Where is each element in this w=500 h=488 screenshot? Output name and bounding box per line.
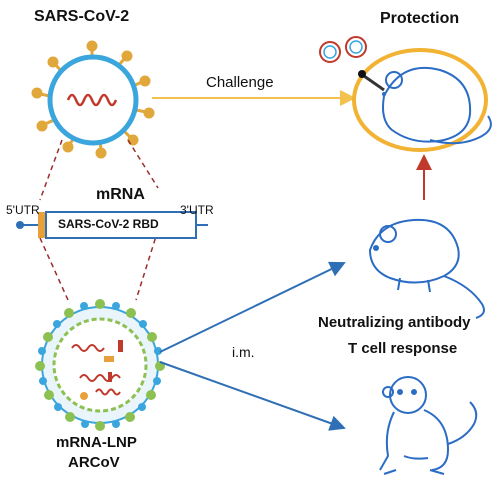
challenge-label: Challenge [206, 74, 274, 91]
im-arrow-to-mouse [159, 261, 346, 353]
neutralizing-label: Neutralizing antibody [318, 314, 471, 331]
lnp-particle-icon [35, 299, 165, 431]
mrna-label: mRNA [96, 186, 145, 203]
mrna-construct [16, 211, 208, 239]
im-label: i.m. [232, 344, 255, 360]
mouse-icon [368, 218, 485, 319]
syringe-icon [358, 70, 385, 92]
small-virus-icon [319, 36, 367, 63]
im-arrow-to-monkey [159, 361, 346, 431]
utr5-label: 5'UTR [6, 203, 40, 217]
utr3-label: 3'UTR [180, 203, 214, 217]
monkey-icon [379, 376, 478, 475]
rbd-label: SARS-CoV-2 RBD [58, 217, 159, 231]
tcell-label: T cell response [348, 340, 458, 357]
arcov-label: ARCoV [68, 454, 120, 471]
zoom-lines [39, 139, 159, 301]
virus-icon [31, 40, 155, 159]
protected-mouse-icon [352, 48, 492, 152]
protection-label: Protection [380, 10, 460, 27]
lnp-label: mRNA-LNP [56, 434, 137, 451]
virus-label: SARS-CoV-2 [34, 8, 130, 25]
